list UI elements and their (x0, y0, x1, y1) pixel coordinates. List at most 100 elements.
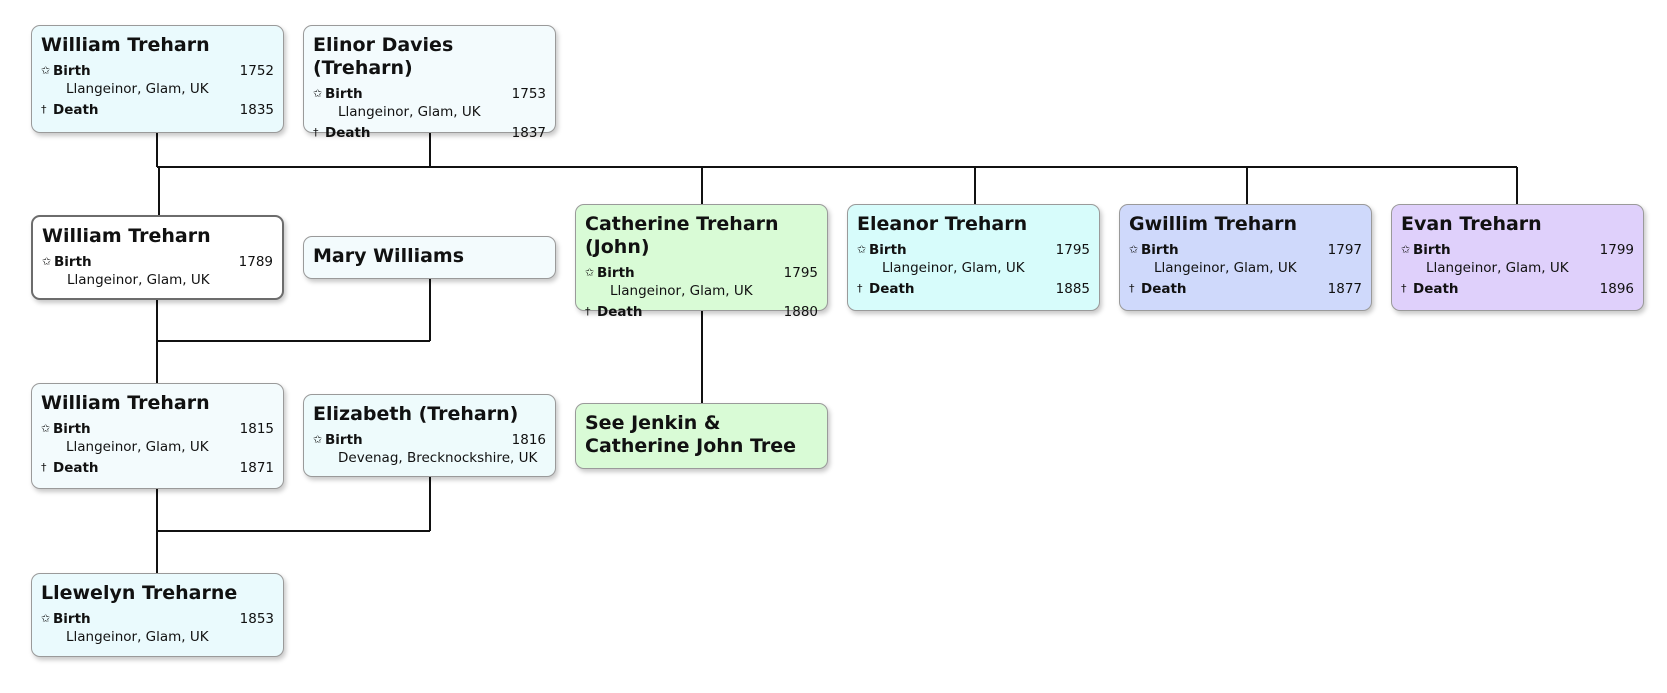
person-name: William Treharn (42, 225, 211, 247)
death-row: † Death 1896 (1401, 280, 1634, 298)
birth-star-icon: ✩ (857, 243, 867, 256)
death-year: 1877 (1327, 281, 1362, 297)
person-name: Gwillim Treharn (1129, 213, 1297, 235)
birth-row: ✩Birth 1753 (313, 85, 546, 103)
person-name: Elinor Davies (Treharn) (313, 34, 454, 79)
death-label: Death (53, 460, 99, 476)
person-card-gwillim-treharn[interactable]: Gwillim Treharn ✩Birth 1797 Llangeinor, G… (1119, 204, 1372, 311)
birth-place: Devenag, Brecknockshire, UK (338, 450, 538, 466)
birth-row: ✩Birth 1816 (313, 431, 546, 449)
birth-row: ✩Birth 1799 (1401, 241, 1634, 259)
death-label: Death (597, 304, 643, 320)
death-row: † Death 1885 (857, 280, 1090, 298)
death-cross-icon: † (41, 103, 47, 116)
birth-label: Birth (1413, 242, 1451, 258)
birth-row: ✩Birth 1815 (41, 420, 274, 438)
death-cross-icon: † (313, 126, 319, 139)
death-row: † Death 1837 (313, 124, 546, 142)
birth-star-icon: ✩ (41, 64, 51, 77)
birth-place: Llangeinor, Glam, UK (66, 439, 209, 455)
person-card-elizabeth-treharn[interactable]: Elizabeth (Treharn) ✩Birth 1816 Devenag, … (303, 394, 556, 477)
person-name: Llewelyn Treharne (41, 582, 238, 604)
birth-label: Birth (53, 611, 91, 627)
tree-link-label: See Jenkin & Catherine John Tree (585, 412, 796, 457)
death-cross-icon: † (1401, 282, 1407, 295)
death-row: † Death 1835 (41, 101, 274, 119)
person-card-mary-williams[interactable]: Mary Williams (303, 236, 556, 279)
death-year: 1835 (239, 102, 274, 118)
death-row: † Death 1877 (1129, 280, 1362, 298)
death-cross-icon: † (41, 461, 47, 474)
person-card-william-treharn-1752[interactable]: William Treharn ✩Birth 1752 Llangeinor, G… (31, 25, 284, 133)
birth-star-icon: ✩ (1401, 243, 1411, 256)
birth-label: Birth (53, 63, 91, 79)
birth-year: 1753 (511, 86, 546, 102)
death-label: Death (1141, 281, 1187, 297)
birth-star-icon: ✩ (42, 255, 52, 268)
person-name: Catherine Treharn (John) (585, 213, 779, 258)
person-card-catherine-treharn[interactable]: Catherine Treharn (John) ✩Birth 1795 Llan… (575, 204, 828, 320)
birth-label: Birth (869, 242, 907, 258)
person-name: Mary Williams (313, 245, 465, 267)
death-year: 1896 (1599, 281, 1634, 297)
birth-row: ✩Birth 1789 (42, 253, 273, 271)
death-year: 1871 (239, 460, 274, 476)
birth-star-icon: ✩ (41, 422, 51, 435)
death-label: Death (1413, 281, 1459, 297)
person-card-william-treharn-1789[interactable]: William Treharn ✩Birth 1789 Llangeinor, G… (31, 215, 284, 300)
death-label: Death (325, 125, 371, 141)
birth-place: Llangeinor, Glam, UK (1426, 260, 1569, 276)
death-year: 1880 (783, 304, 818, 320)
birth-year: 1789 (238, 254, 273, 270)
person-card-eleanor-treharn[interactable]: Eleanor Treharn ✩Birth 1795 Llangeinor, G… (847, 204, 1100, 311)
birth-label: Birth (325, 432, 363, 448)
birth-place: Llangeinor, Glam, UK (1154, 260, 1297, 276)
birth-year: 1815 (239, 421, 274, 437)
birth-star-icon: ✩ (313, 433, 323, 446)
person-name: William Treharn (41, 392, 210, 414)
death-row: † Death 1871 (41, 459, 274, 477)
person-card-elinor-davies[interactable]: Elinor Davies (Treharn) ✩Birth 1753 Llang… (303, 25, 556, 141)
birth-year: 1795 (783, 265, 818, 281)
birth-place: Llangeinor, Glam, UK (66, 81, 209, 97)
birth-year: 1853 (239, 611, 274, 627)
person-name: Eleanor Treharn (857, 213, 1028, 235)
birth-star-icon: ✩ (1129, 243, 1139, 256)
birth-row: ✩Birth 1795 (857, 241, 1090, 259)
birth-row: ✩Birth 1853 (41, 610, 274, 628)
birth-star-icon: ✩ (585, 266, 595, 279)
person-name: Elizabeth (Treharn) (313, 403, 519, 425)
birth-year: 1797 (1327, 242, 1362, 258)
birth-label: Birth (54, 254, 92, 270)
see-tree-link-card[interactable]: See Jenkin & Catherine John Tree (575, 403, 828, 469)
person-card-llewelyn-treharne[interactable]: Llewelyn Treharne ✩Birth 1853 Llangeinor,… (31, 573, 284, 657)
birth-row: ✩Birth 1752 (41, 62, 274, 80)
death-cross-icon: † (585, 305, 591, 318)
death-cross-icon: † (857, 282, 863, 295)
birth-place: Llangeinor, Glam, UK (882, 260, 1025, 276)
person-name: William Treharn (41, 34, 210, 56)
birth-label: Birth (1141, 242, 1179, 258)
birth-place: Llangeinor, Glam, UK (610, 283, 753, 299)
death-year: 1837 (511, 125, 546, 141)
death-label: Death (869, 281, 915, 297)
birth-row: ✩Birth 1795 (585, 264, 818, 282)
death-cross-icon: † (1129, 282, 1135, 295)
birth-label: Birth (53, 421, 91, 437)
death-year: 1885 (1055, 281, 1090, 297)
person-card-william-treharn-1815[interactable]: William Treharn ✩Birth 1815 Llangeinor, G… (31, 383, 284, 489)
death-label: Death (53, 102, 99, 118)
birth-label: Birth (325, 86, 363, 102)
birth-row: ✩Birth 1797 (1129, 241, 1362, 259)
birth-place: Llangeinor, Glam, UK (338, 104, 481, 120)
birth-place: Llangeinor, Glam, UK (67, 272, 210, 288)
birth-year: 1752 (239, 63, 274, 79)
birth-year: 1799 (1599, 242, 1634, 258)
birth-year: 1816 (511, 432, 546, 448)
birth-place: Llangeinor, Glam, UK (66, 629, 209, 645)
birth-label: Birth (597, 265, 635, 281)
birth-star-icon: ✩ (313, 87, 323, 100)
birth-year: 1795 (1055, 242, 1090, 258)
birth-star-icon: ✩ (41, 612, 51, 625)
